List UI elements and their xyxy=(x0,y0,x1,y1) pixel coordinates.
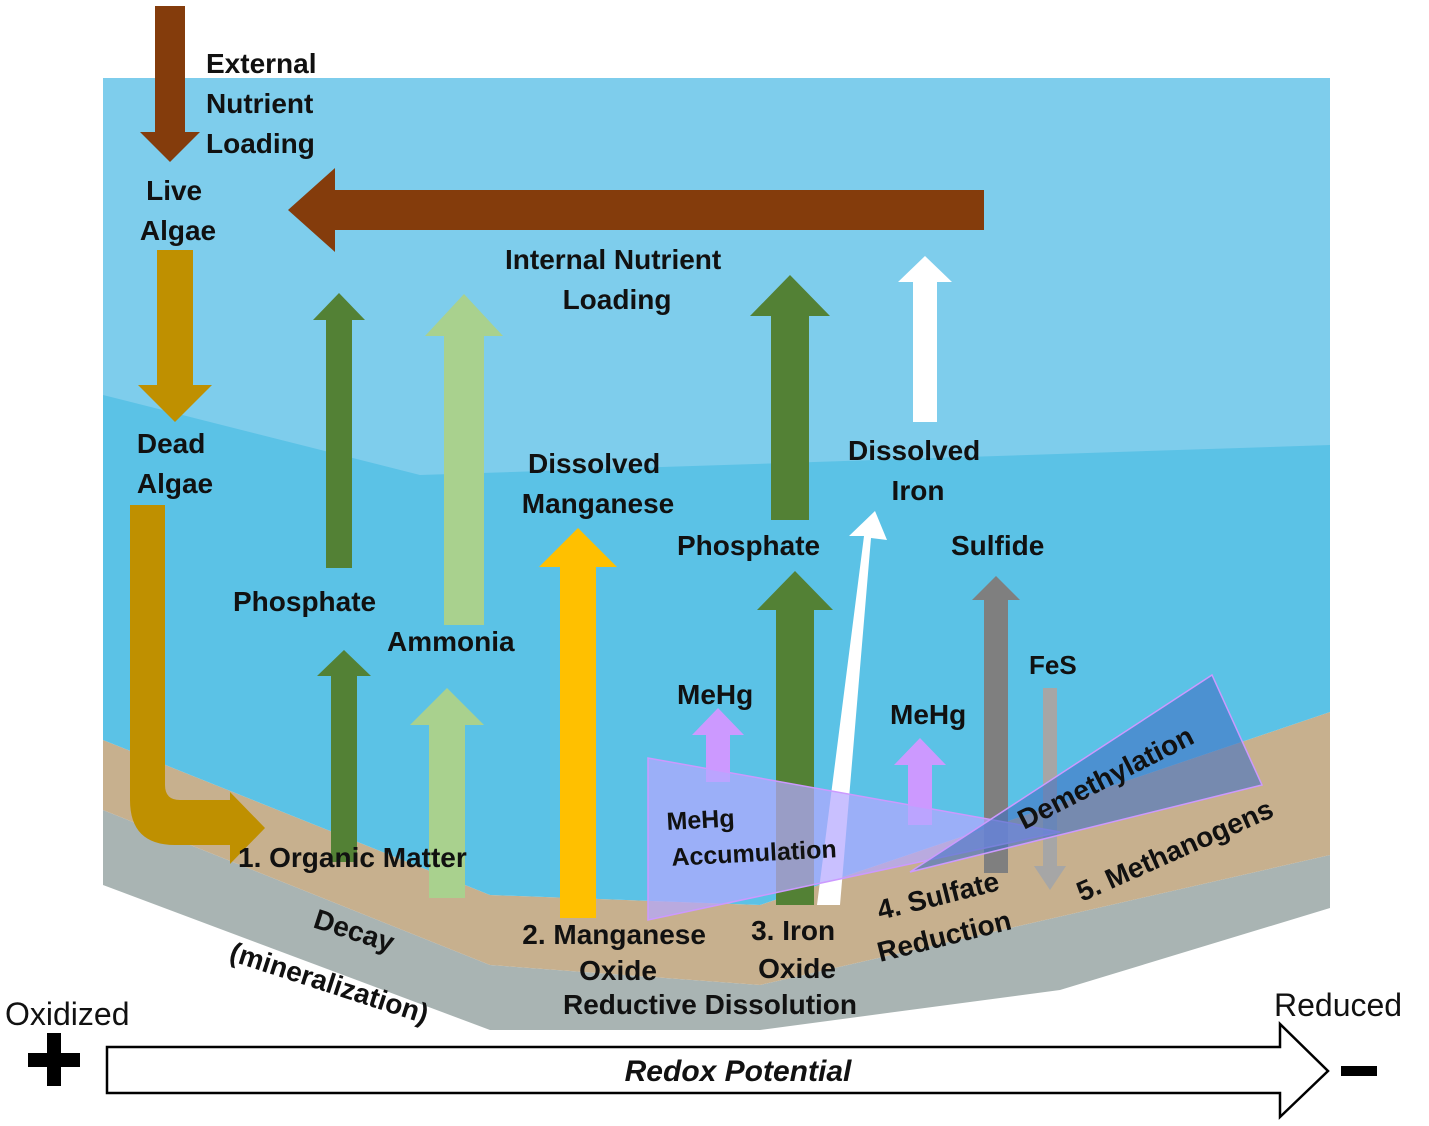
phosphate-right-label: Phosphate xyxy=(677,530,820,561)
internal-loading-arrow xyxy=(288,168,984,252)
dead-algae-sediment-arrow xyxy=(130,505,265,864)
plus-icon xyxy=(28,1033,80,1086)
dissolved-manganese-label: Dissolved Manganese xyxy=(522,448,675,519)
mehg-label-1: MeHg xyxy=(677,679,753,710)
algae-death-arrow xyxy=(138,250,212,422)
minus-icon xyxy=(1341,1066,1377,1076)
mehg-label-2: MeHg xyxy=(890,699,966,730)
external-loading-arrow xyxy=(140,6,200,162)
redox-potential-label: Redox Potential xyxy=(625,1055,852,1088)
manganese-arrow xyxy=(539,528,617,918)
reductive-dissolution-label: Reductive Dissolution xyxy=(563,989,857,1020)
phosphate-right-upper-arrow xyxy=(750,275,830,520)
phosphate-left-upper-arrow xyxy=(313,293,365,568)
phosphate-left-label: Phosphate xyxy=(233,586,376,617)
mehg-arrow-2 xyxy=(894,738,946,825)
redox-arrow xyxy=(105,1021,1330,1120)
demethylation-wedge xyxy=(909,673,1264,873)
reduced-label: Reduced xyxy=(1274,987,1402,1023)
sediment-layer xyxy=(103,712,1330,985)
mehg-accumulation-wedge xyxy=(647,757,1061,921)
internal-loading-label: Internal Nutrient Loading xyxy=(505,244,729,315)
external-loading-label: External Nutrient Loading xyxy=(206,48,324,159)
ammonia-lower-arrow xyxy=(410,688,484,898)
phosphate-left-lower-arrow xyxy=(317,650,371,862)
live-algae-label: Live Algae xyxy=(140,175,216,246)
sulfide-arrow xyxy=(972,576,1020,873)
zone-3-label: 3. Iron Oxide xyxy=(751,915,843,984)
deep-sediment xyxy=(103,810,1330,1030)
oxidized-label: Oxidized xyxy=(5,996,130,1032)
water-lower xyxy=(103,395,1330,700)
zone-2-label: 2. Manganese Oxide xyxy=(522,919,713,986)
ammonia-upper-arrow xyxy=(425,294,503,625)
zone-1-label: 1. Organic Matter xyxy=(238,842,467,873)
dead-algae-label: Dead Algae xyxy=(137,428,213,499)
iron-upper-arrow xyxy=(898,256,952,422)
sulfide-label: Sulfide xyxy=(951,530,1044,561)
dissolved-iron-label: Dissolved Iron xyxy=(848,435,988,506)
ammonia-label: Ammonia xyxy=(387,626,515,657)
mehg-arrow-1 xyxy=(692,708,744,782)
fes-label: FeS xyxy=(1029,650,1077,680)
